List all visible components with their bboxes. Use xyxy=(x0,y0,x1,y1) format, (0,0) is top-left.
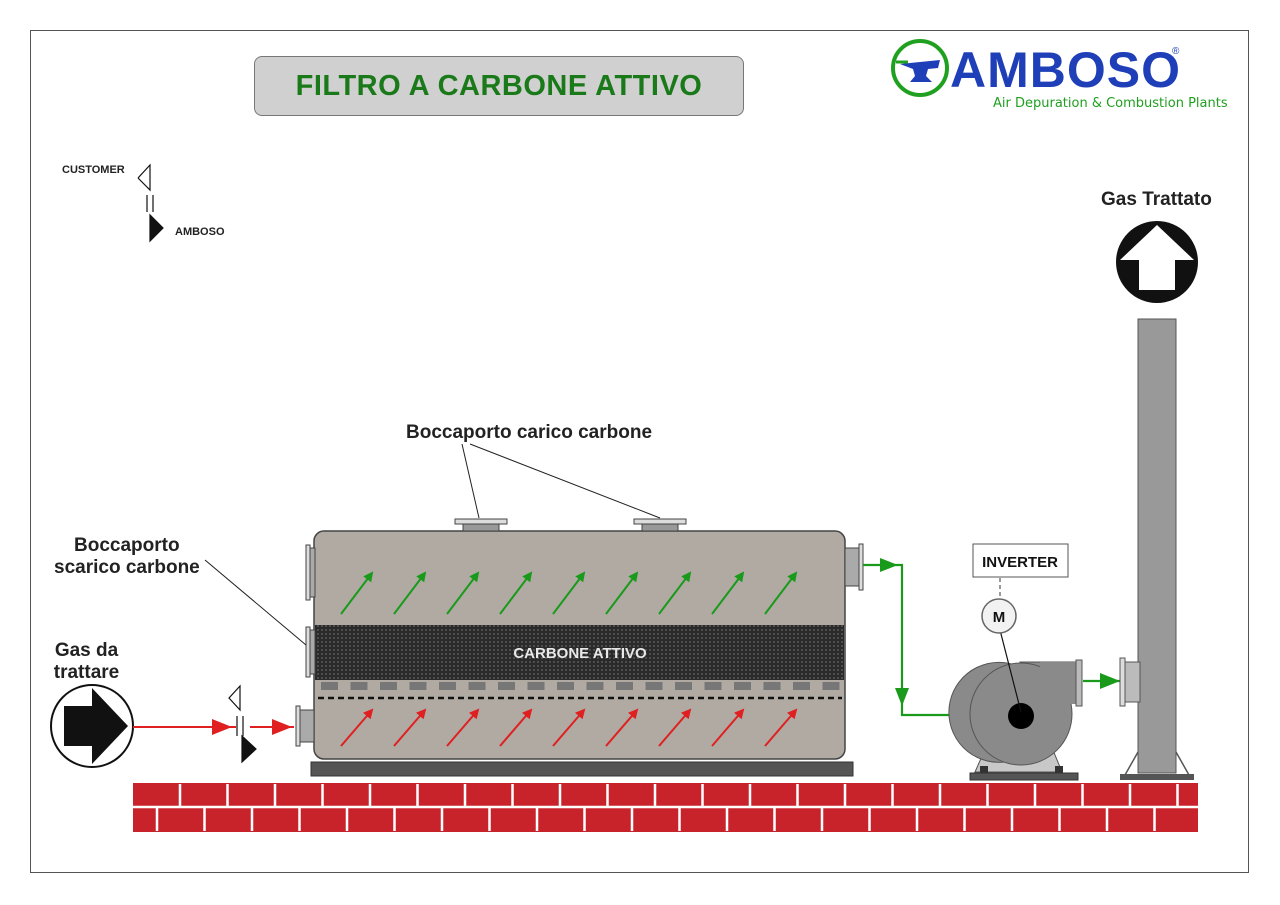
flow-arrow-raw xyxy=(658,708,692,747)
motor-label: M xyxy=(993,609,1006,626)
carbon-bed xyxy=(315,625,844,680)
discharge-hatch-upper xyxy=(305,544,316,601)
carbon-bed-label: CARBONE ATTIVO xyxy=(513,645,647,662)
logo-name: AMBOSO xyxy=(950,42,1181,98)
inlet-scope-symbol xyxy=(228,684,257,764)
support-block xyxy=(557,682,574,690)
flow-arrow-raw xyxy=(340,708,374,747)
support-block xyxy=(586,682,604,690)
brick-wall xyxy=(133,783,1198,832)
flow-arrow-raw xyxy=(393,708,427,747)
legend-amboso-label: AMBOSO xyxy=(175,226,225,238)
support-block xyxy=(675,682,692,690)
gas-out-label: Gas Trattato xyxy=(1101,189,1212,210)
support-block xyxy=(321,682,338,690)
gas-in-label: Gas da trattare xyxy=(53,640,120,683)
flow-arrow-treated xyxy=(340,571,374,615)
loading-hatch-label: Boccaporto carico carbone xyxy=(406,422,653,443)
loading-hatch-left xyxy=(454,518,508,532)
discharge-hatch-label-line2: scarico carbone xyxy=(54,557,200,578)
support-block xyxy=(350,682,368,690)
loading-hatch-right xyxy=(633,518,687,532)
lower-flow-arrows xyxy=(340,708,798,747)
support-block xyxy=(763,682,781,690)
support-block xyxy=(704,682,722,690)
upper-flow-arrows xyxy=(340,571,798,615)
discharge-hatch-lower xyxy=(305,626,316,678)
flow-arrow-treated xyxy=(499,571,533,615)
inverter-label: INVERTER xyxy=(982,554,1058,571)
gas-out-icon xyxy=(1116,221,1198,303)
support-block xyxy=(645,682,663,690)
support-block xyxy=(409,682,427,690)
support-block xyxy=(468,682,486,690)
diagram-frame xyxy=(30,30,1249,873)
vessel-base xyxy=(310,761,854,777)
flow-arrow-raw xyxy=(764,708,798,747)
inlet-flange xyxy=(295,705,315,747)
flow-arrow-raw xyxy=(552,708,586,747)
flow-arrow-treated xyxy=(764,571,798,615)
support-block xyxy=(734,682,751,690)
flow-arrow-treated xyxy=(552,571,586,615)
flow-arrow-raw xyxy=(499,708,533,747)
motor-icon xyxy=(981,598,1017,634)
legend-customer-label: CUSTOMER xyxy=(62,164,125,176)
gas-in-icon xyxy=(50,684,134,768)
centrifugal-fan xyxy=(948,659,1083,781)
flow-arrow-treated xyxy=(711,571,745,615)
leader-line-hatch-left xyxy=(461,443,480,519)
flow-arrow-treated xyxy=(446,571,480,615)
title-box: FILTRO A CARBONE ATTIVO xyxy=(254,56,744,116)
flow-arrow-raw xyxy=(711,708,745,747)
motor-link xyxy=(999,629,1022,713)
exhaust-stack xyxy=(1119,318,1194,780)
support-block xyxy=(793,682,810,690)
flow-arrow-treated xyxy=(658,571,692,615)
logo-anvil-icon xyxy=(891,39,949,97)
logo-tagline: Air Depuration & Combustion Plants xyxy=(993,96,1228,111)
scope-legend-symbol xyxy=(137,163,164,243)
support-block xyxy=(439,682,456,690)
flow-arrow-raw xyxy=(446,708,480,747)
outlet-flange xyxy=(844,543,864,591)
support-block xyxy=(527,682,545,690)
support-block xyxy=(822,682,840,690)
page-title: FILTRO A CARBONE ATTIVO xyxy=(295,69,703,102)
flow-arrow-raw xyxy=(605,708,639,747)
support-block xyxy=(616,682,633,690)
leader-line-discharge xyxy=(204,559,307,646)
inverter-box xyxy=(972,543,1069,578)
support-block xyxy=(498,682,515,690)
logo-registered: ® xyxy=(1172,46,1180,57)
carbon-support-grid xyxy=(321,682,840,690)
discharge-hatch-label-line1: Boccaporto xyxy=(74,535,180,556)
flow-arrow-treated xyxy=(393,571,427,615)
support-block xyxy=(380,682,397,690)
leader-line-hatch-right xyxy=(469,443,661,519)
flow-arrow-treated xyxy=(605,571,639,615)
